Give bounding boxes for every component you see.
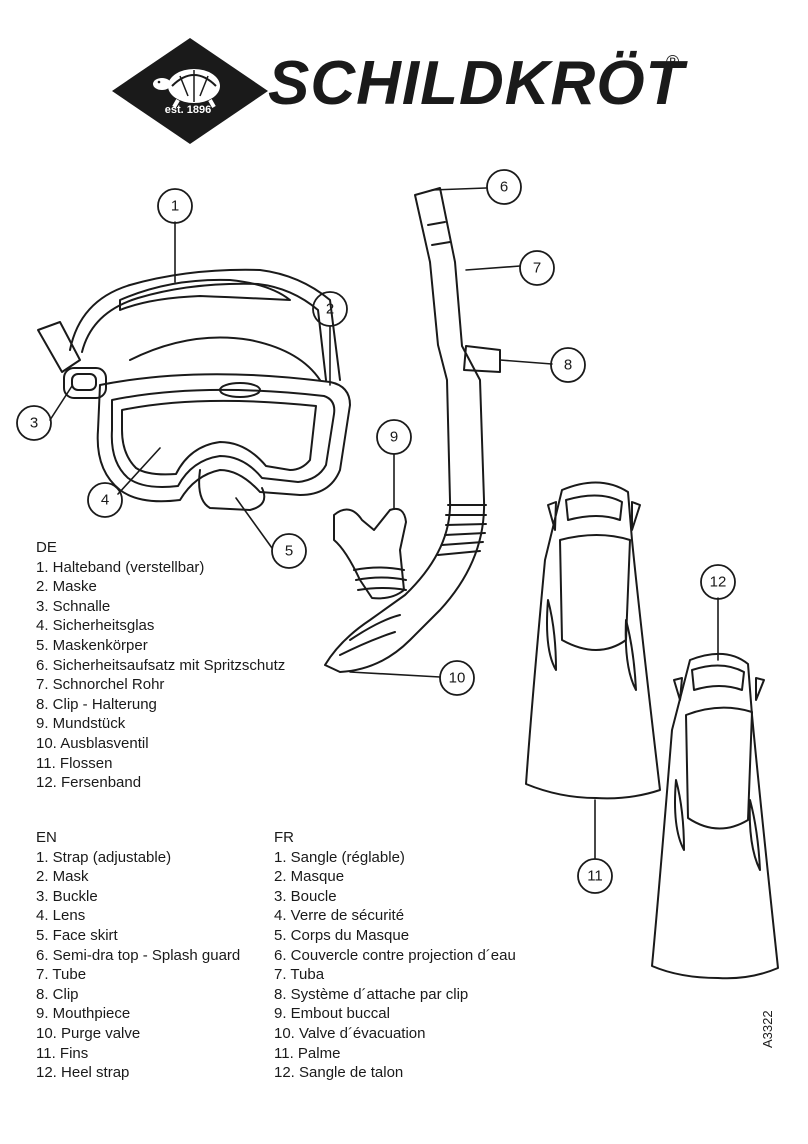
- brand-logo: est. 1896 SCHILDKRÖT ®: [110, 36, 710, 146]
- legend-item: 7. Tube: [36, 966, 87, 984]
- legend-item: 9. Mouthpiece: [36, 1005, 131, 1023]
- legend-item: 9. Mundstück: [36, 715, 126, 733]
- legend-en: EN 1. Strap (adjustable) 2. Mask 3. Buck…: [36, 828, 240, 1083]
- legend-heading: DE: [36, 539, 57, 556]
- legend-item: 2. Masque: [274, 868, 345, 886]
- legend-item: 1. Halteband (verstellbar): [36, 558, 205, 576]
- legend-item: 6. Couvercle contre projection d´eau: [274, 946, 516, 964]
- legend-item: 11. Flossen: [36, 754, 113, 772]
- legend-item: 4. Lens: [36, 907, 86, 925]
- legend-heading: EN: [36, 829, 57, 846]
- legend-item: 8. Clip - Halterung: [36, 695, 157, 713]
- legend-item: 10. Purge valve: [36, 1024, 141, 1042]
- established-text: est. 1896: [164, 104, 212, 116]
- legend-item: 3. Schnalle: [36, 597, 111, 615]
- legend-fr: FR 1. Sangle (réglable) 2. Masque 3. Bou…: [274, 828, 516, 1083]
- callout-1: 1: [171, 198, 179, 215]
- callout-leaders: [49, 187, 719, 859]
- callout-8: 8: [564, 357, 572, 374]
- callout-5: 5: [285, 543, 293, 560]
- callout-6: 6: [500, 179, 508, 196]
- legend-de: DE 1. Halteband (verstellbar) 2. Maske 3…: [36, 538, 285, 793]
- legend-item: 12. Fersenband: [36, 774, 142, 792]
- legend-item: 9. Embout buccal: [274, 1005, 390, 1023]
- legend-item: 8. Clip: [36, 985, 79, 1003]
- legend-item: 5. Face skirt: [36, 926, 118, 944]
- legend-item: 4. Verre de sécurité: [274, 907, 405, 925]
- legend-item: 2. Maske: [36, 578, 97, 596]
- legend-item: 6. Sicherheitsaufsatz mit Spritzschutz: [36, 656, 286, 674]
- callout-12: 12: [710, 574, 727, 591]
- snorkel: [324, 187, 501, 673]
- legend-item: 10. Valve d´évacuation: [274, 1024, 426, 1042]
- callout-10: 10: [449, 670, 466, 687]
- mask-strap: [37, 268, 341, 381]
- legend-item: 11. Fins: [36, 1044, 89, 1062]
- callout-11: 11: [587, 868, 603, 885]
- product-illustration: 1 2 3 4 5 6 7 8 9 10 11 12: [16, 169, 779, 980]
- registered-mark: ®: [666, 52, 680, 72]
- legend-item: 11. Palme: [274, 1044, 341, 1062]
- mask-frame: [96, 336, 351, 511]
- callout-3: 3: [30, 415, 38, 432]
- legend-item: 12. Sangle de talon: [274, 1064, 404, 1082]
- legend-item: 7. Tuba: [274, 966, 325, 984]
- fin-right: [651, 652, 779, 980]
- legend-item: 8. Système d´attache par clip: [274, 985, 469, 1003]
- callout-9: 9: [390, 429, 398, 446]
- legend-item: 5. Maskenkörper: [36, 636, 148, 654]
- legend-item: 12. Heel strap: [36, 1064, 130, 1082]
- turtle-logo-badge: [112, 38, 268, 144]
- callout-4: 4: [101, 492, 109, 509]
- callout-7: 7: [533, 260, 541, 277]
- legend-item: 7. Schnorchel Rohr: [36, 676, 165, 694]
- article-code: A3322: [760, 1010, 775, 1048]
- legend-item: 6. Semi-dra top - Splash guard: [36, 946, 241, 964]
- brand-name: SCHILDKRÖT: [268, 49, 685, 118]
- legend-item: 10. Ausblasventil: [36, 734, 149, 752]
- legend-item: 1. Strap (adjustable): [36, 848, 172, 866]
- legend-item: 3. Buckle: [36, 887, 98, 905]
- legend-item: 3. Boucle: [274, 887, 337, 905]
- legend-item: 5. Corps du Masque: [274, 926, 410, 944]
- legend-item: 2. Mask: [36, 868, 89, 886]
- fin-left: [525, 481, 661, 800]
- callout-circles: [16, 169, 736, 894]
- callout-2: 2: [326, 301, 334, 318]
- mouthpiece: [333, 507, 407, 600]
- legend-item: 1. Sangle (réglable): [274, 848, 405, 866]
- legend-heading: FR: [274, 829, 294, 846]
- legend-item: 4. Sicherheitsglas: [36, 617, 155, 635]
